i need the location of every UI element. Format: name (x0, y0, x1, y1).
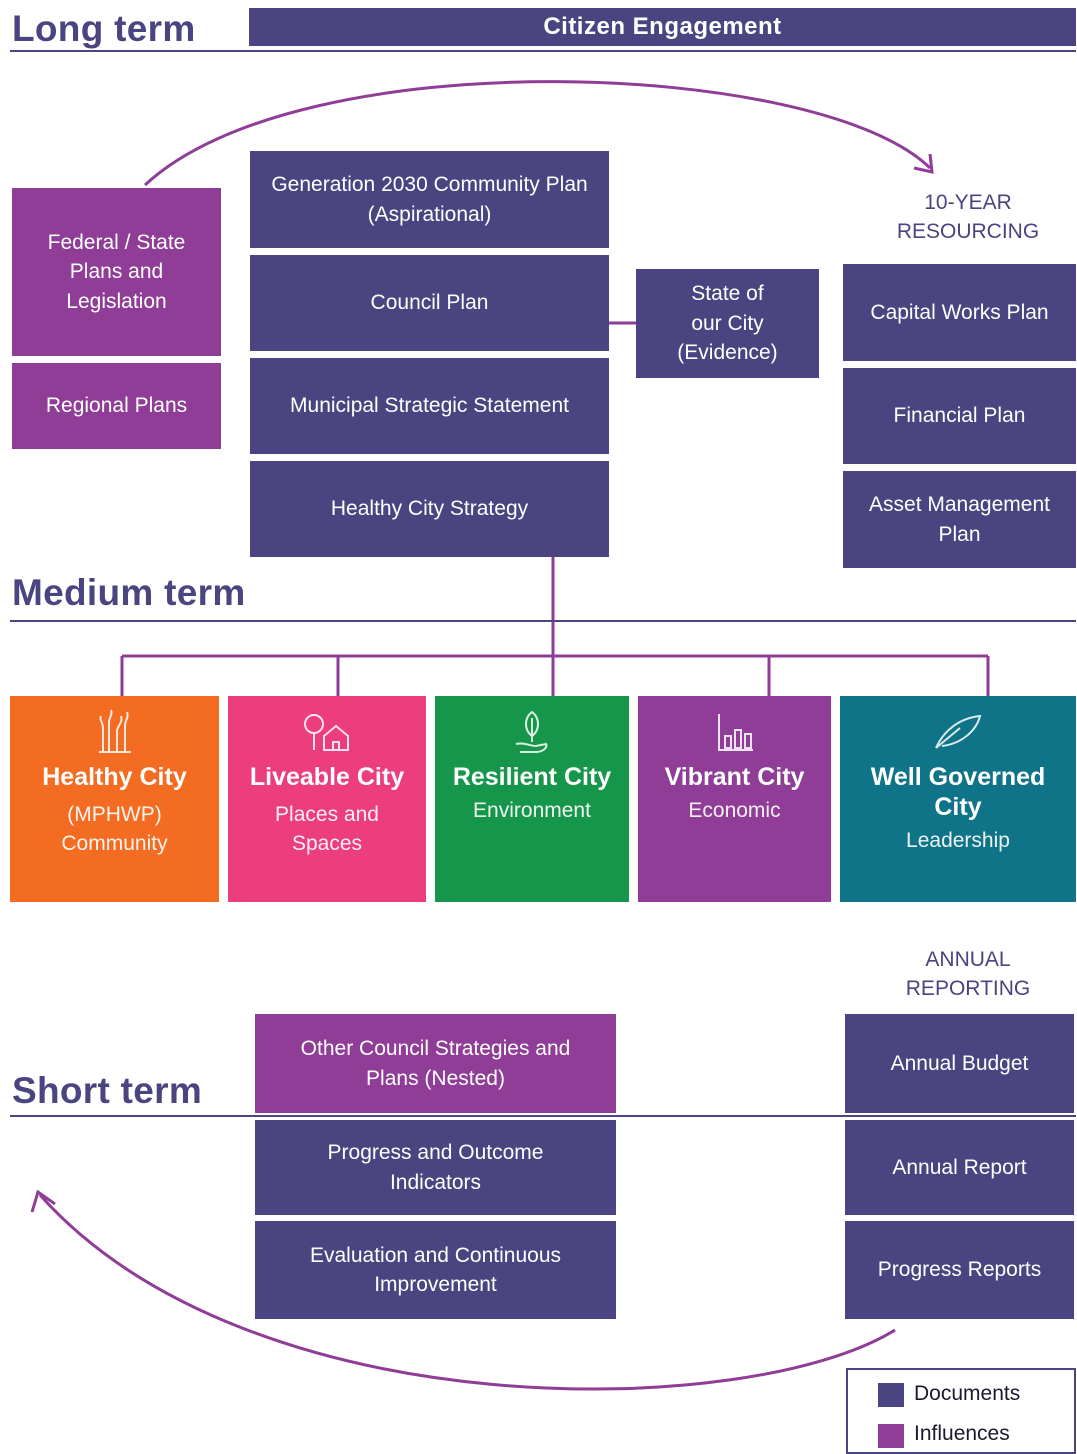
healthy-city-strategy-box: Healthy City Strategy (250, 461, 609, 557)
annual-reporting-heading: ANNUAL REPORTING (905, 948, 1031, 1001)
theme-subtitle: (MPHWP) Community (61, 803, 168, 856)
long-term-heading: Long term (12, 8, 196, 49)
capital-works-plan-box: Capital Works Plan (843, 264, 1076, 361)
annual-report-box: Annual Report (845, 1120, 1074, 1215)
theme-healthy-city: Healthy City (MPHWP) Community (10, 696, 219, 902)
progress-reports-box: Progress Reports (845, 1221, 1074, 1319)
municipal-strategic-statement-box: Municipal Strategic Statement (250, 358, 609, 454)
theme-name: Well Governed City (870, 763, 1046, 821)
short-term-heading: Short term (12, 1070, 203, 1111)
legend-influences-swatch (878, 1424, 904, 1448)
short-term-rule (10, 1115, 1076, 1117)
theme-subtitle: Environment (473, 799, 591, 822)
legend-influences-label: Influences (914, 1422, 1010, 1445)
resourcing-heading: 10-YEAR RESOURCING (896, 191, 1040, 244)
other-council-strategies-box: Other Council Strategies and Plans (Nest… (255, 1014, 616, 1113)
medium-term-heading: Medium term (12, 572, 246, 613)
feather-icon (935, 714, 982, 749)
financial-plan-box: Financial Plan (843, 368, 1076, 464)
legend-documents-label: Documents (914, 1382, 1021, 1405)
theme-name: Resilient City (452, 763, 612, 791)
legend: Documents Influences (846, 1368, 1076, 1454)
asset-management-plan-box: Asset Management Plan (843, 471, 1076, 568)
plants-icon (98, 709, 131, 753)
theme-resilient-city: Resilient City Environment (435, 696, 629, 902)
citizen-engagement-banner: Citizen Engagement (249, 8, 1076, 46)
federal-state-plans-box: Federal / State Plans and Legislation (12, 188, 221, 356)
theme-subtitle: Economic (688, 799, 781, 822)
generation-2030-plan-box: Generation 2030 Community Plan (Aspirati… (250, 151, 609, 248)
theme-name: Healthy City (42, 763, 187, 791)
council-plan-box: Council Plan (250, 255, 609, 351)
annual-budget-box: Annual Budget (845, 1014, 1074, 1113)
house-trees-icon (304, 714, 349, 751)
long-term-rule (10, 50, 1076, 52)
theme-name: Liveable City (249, 763, 405, 791)
state-of-city-box: State of our City (Evidence) (636, 269, 819, 378)
theme-subtitle: Leadership (906, 829, 1010, 852)
theme-well-governed-city: Well Governed City Leadership (840, 696, 1076, 902)
bar-chart-icon (717, 714, 753, 751)
theme-vibrant-city: Vibrant City Economic (638, 696, 831, 902)
progress-outcome-indicators-box: Progress and Outcome Indicators (255, 1120, 616, 1215)
legend-documents-swatch (878, 1383, 904, 1407)
theme-liveable-city: Liveable City Places and Spaces (228, 696, 426, 902)
theme-subtitle: Places and Spaces (275, 803, 379, 856)
evaluation-continuous-improvement-box: Evaluation and Continuous Improvement (255, 1221, 616, 1319)
hand-leaf-icon (515, 710, 548, 753)
medium-term-rule (10, 620, 1076, 622)
regional-plans-box: Regional Plans (12, 363, 221, 449)
theme-name: Vibrant City (664, 763, 805, 791)
